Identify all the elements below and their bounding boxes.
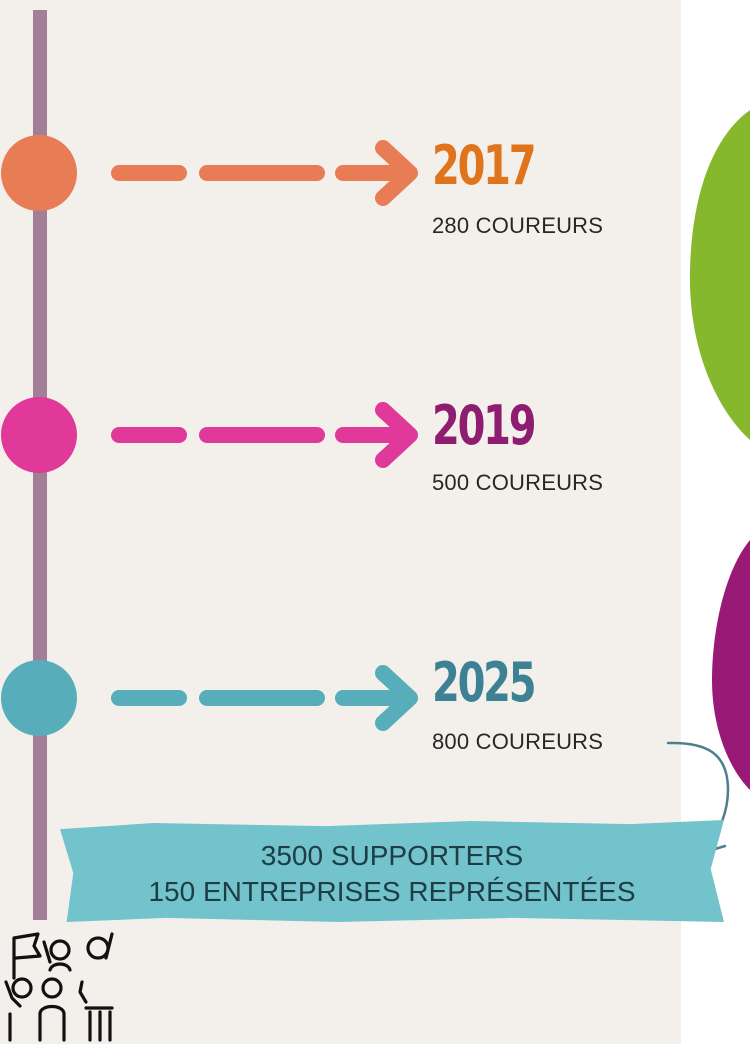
timeline-dot-2017	[1, 135, 77, 211]
dashed-arrow-2025	[111, 665, 418, 731]
year-label-2019: 2019	[432, 394, 537, 457]
stats-banner	[60, 820, 724, 922]
year-label-2017: 2017	[432, 134, 537, 197]
stats-text-block: 3500 SUPPORTERS 150 ENTREPRISES REPRÉSEN…	[60, 838, 724, 910]
timeline-dot-2025	[1, 660, 77, 736]
timeline-dot-2019	[1, 397, 77, 473]
runners-count-2019: 500 COUREURS	[432, 470, 604, 495]
supporters-count: 3500 SUPPORTERS	[260, 840, 524, 871]
year-label-2025: 2025	[432, 651, 537, 714]
runners-count-2017: 280 COUREURS	[432, 213, 604, 238]
green-blob-decoration	[689, 110, 750, 440]
companies-count: 150 ENTREPRISES REPRÉSENTÉES	[148, 876, 636, 907]
purple-blob-decoration	[712, 540, 750, 790]
dashed-arrow-2017	[111, 140, 418, 206]
runners-count-2025: 800 COUREURS	[432, 729, 604, 754]
dashed-arrow-2019	[111, 402, 418, 468]
cheering-people-icon	[4, 932, 114, 1042]
